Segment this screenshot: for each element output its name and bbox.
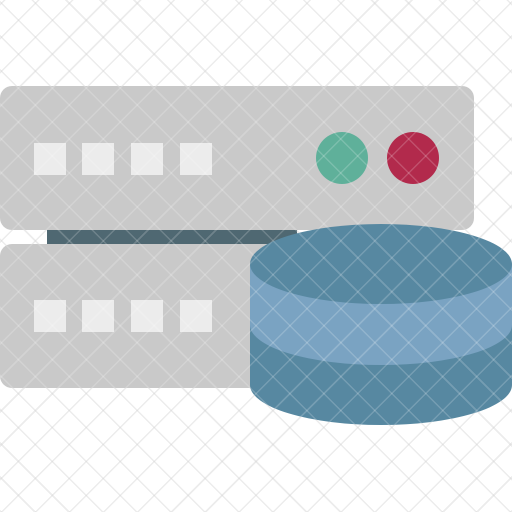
drive-slot-1	[34, 143, 66, 175]
status-led-red	[387, 132, 439, 184]
server-connector	[47, 226, 297, 246]
server-unit-bottom	[0, 244, 300, 388]
drive-slot-5	[34, 300, 66, 332]
server-unit-top	[0, 86, 474, 230]
drive-slot-6	[82, 300, 114, 332]
server-body-top	[0, 86, 474, 230]
database-top-ellipse	[250, 224, 512, 304]
drive-slot-8	[180, 300, 212, 332]
drive-slot-2	[82, 143, 114, 175]
drive-slot-3	[131, 143, 163, 175]
status-led-green	[316, 132, 368, 184]
drive-slot-7	[131, 300, 163, 332]
drive-slot-4	[180, 143, 212, 175]
database-cylinder	[250, 224, 512, 425]
